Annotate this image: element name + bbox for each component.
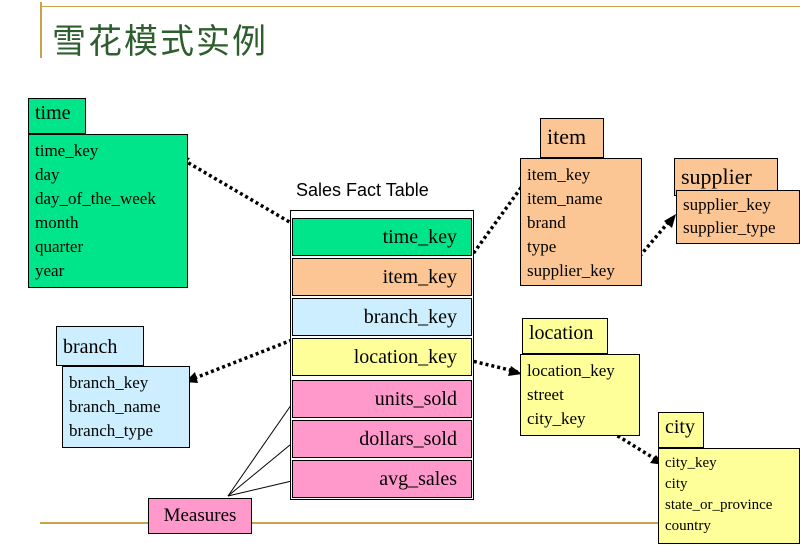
location-table-fields: location_key street city_key — [520, 354, 640, 436]
city-field: country — [665, 518, 711, 534]
city-table-header: city — [658, 412, 704, 448]
time-field: quarter — [35, 237, 84, 256]
location-field: street — [527, 385, 564, 404]
item-field: type — [527, 237, 557, 256]
measure-line-3 — [227, 479, 297, 497]
item-table-header: item — [540, 118, 604, 158]
fact-key-branch: branch_key — [292, 298, 472, 336]
location-field: location_key — [527, 361, 615, 380]
fact-key-time: time_key — [292, 218, 472, 256]
branch-field: branch_type — [69, 421, 154, 440]
time-field: day — [35, 165, 60, 184]
time-table-fields: time_key day day_of_the_week month quart… — [28, 134, 188, 288]
item-field: brand — [527, 213, 566, 232]
measure-line-1 — [227, 397, 297, 497]
link-item — [468, 176, 530, 260]
city-table-fields: city_key city state_or_province country — [658, 448, 800, 544]
title-rule-horizontal — [40, 6, 800, 7]
time-table-header: time — [28, 98, 86, 134]
measure-line-2 — [227, 439, 297, 497]
title-rule-vertical — [40, 2, 42, 58]
fact-measure-dollars-sold: dollars_sold — [292, 420, 472, 458]
supplier-field: supplier_key — [683, 195, 771, 214]
fact-key-location: location_key — [292, 338, 472, 376]
branch-table-header: branch — [56, 326, 144, 366]
item-field: item_name — [527, 189, 603, 208]
fact-measure-units-sold: units_sold — [292, 380, 472, 418]
city-field: city — [665, 476, 688, 492]
footer-rule — [40, 522, 800, 524]
location-table-header: location — [522, 318, 608, 354]
arrowhead-supplier — [664, 214, 676, 228]
time-field: month — [35, 213, 79, 232]
item-field: item_key — [527, 165, 591, 184]
fact-measure-avg-sales: avg_sales — [292, 460, 472, 498]
fact-key-item: item_key — [292, 258, 472, 296]
item-field: supplier_key — [527, 261, 615, 280]
branch-field: branch_key — [69, 373, 149, 392]
time-field: day_of_the_week — [35, 189, 156, 208]
time-field: year — [35, 261, 65, 280]
supplier-table-header: supplier — [674, 158, 778, 196]
branch-field: branch_name — [69, 397, 161, 416]
arrowhead-location — [508, 366, 522, 376]
location-field: city_key — [527, 409, 586, 428]
item-table-fields: item_key item_name brand type supplier_k… — [520, 158, 642, 286]
link-branch — [189, 338, 293, 382]
supplier-field: supplier_type — [683, 218, 776, 237]
link-supplier — [626, 216, 674, 272]
measures-label: Measures — [148, 498, 252, 534]
time-field: time_key — [35, 141, 99, 160]
branch-table-fields: branch_key branch_name branch_type — [62, 366, 190, 448]
link-time — [179, 156, 311, 236]
city-field: city_key — [665, 455, 717, 471]
supplier-table-fields: supplier_key supplier_type — [676, 190, 800, 244]
city-field: state_or_province — [665, 497, 773, 513]
fact-table-label: Sales Fact Table — [296, 180, 429, 200]
link-location — [467, 358, 519, 374]
page-title: 雪花模式实例 — [52, 22, 268, 62]
